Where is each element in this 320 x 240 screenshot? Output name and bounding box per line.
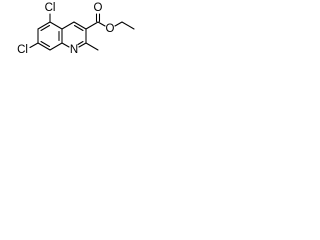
bond-carbonyl-ester-o [97,21,106,27]
ester-oxygen-label: O [106,23,115,35]
bond-c4-c3 [73,21,87,30]
bond-c2-methyl [85,42,99,51]
bond-c7-cl [29,42,39,49]
chemical-structure-drawing: Cl Cl N O O [17,2,135,56]
bond-c5-c6-inner [40,24,51,32]
bond-c2-n1-inner [77,40,84,46]
chlorine-label-left: Cl [17,44,28,56]
bond-c4-c3-inner [73,24,84,32]
bond-lines [29,13,135,51]
atom-labels: Cl Cl N O O [17,2,114,56]
bond-c7-c8 [37,42,51,51]
nitrogen-label: N [70,44,78,56]
bond-c8-c8a [49,42,63,51]
bond-c2-n1 [78,42,87,48]
bond-ch2-ch3 [121,21,135,30]
chlorine-label-top: Cl [45,2,56,14]
bond-c4a-c5 [49,21,63,30]
bond-c4a-c4 [61,21,75,30]
bond-c5-c6 [37,21,51,30]
bond-c7-c8-inner [40,40,51,48]
carbonyl-oxygen-label: O [94,2,103,14]
bond-ester-o-ch2 [114,21,123,27]
bond-c3-carbonyl [85,21,99,30]
bond-n1-c8a [61,42,70,48]
